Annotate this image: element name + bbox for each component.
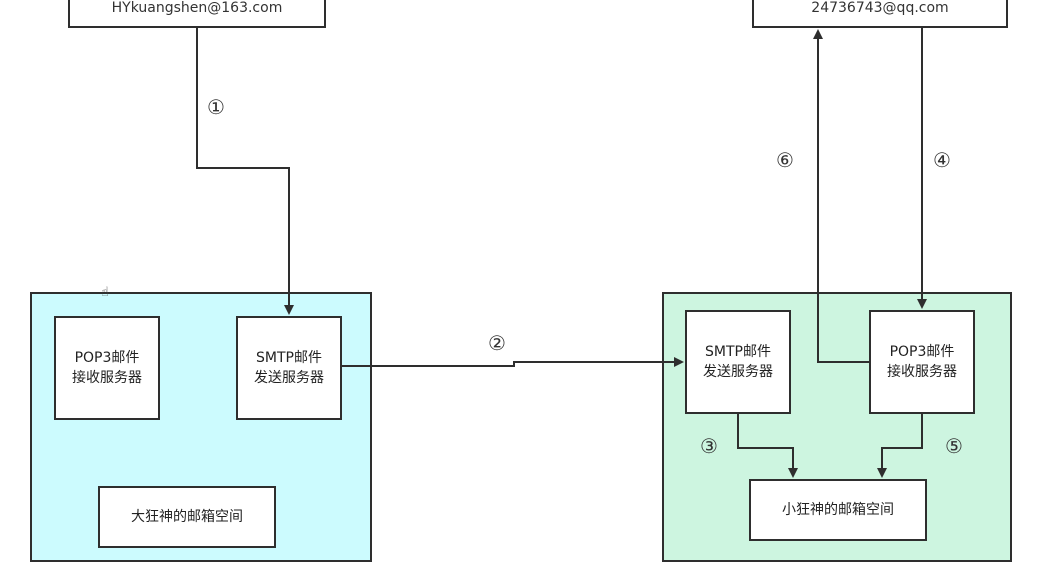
arrow-step-5	[877, 414, 923, 478]
receiver-email-label: 24736743@qq.com	[811, 0, 949, 16]
left-mailbox-box: 大狂神的邮箱空间	[98, 486, 276, 548]
right-pop3-label: POP3邮件 接收服务器	[887, 344, 957, 380]
right-mailbox-label: 小狂神的邮箱空间	[782, 502, 894, 518]
left-pop3-label: POP3邮件 接收服务器	[72, 350, 142, 386]
sender-email-label: HYkuangshen@163.com	[111, 0, 283, 16]
arrow-step-1	[196, 28, 294, 315]
left-smtp-label: SMTP邮件 发送服务器	[254, 350, 324, 386]
arrow-step-6	[813, 29, 869, 363]
step-2-label: ②	[488, 331, 506, 355]
step-4-label: ④	[933, 148, 951, 172]
sender-email-box: HYkuangshen@163.com	[68, 0, 326, 28]
step-6-label: ⑥	[776, 148, 794, 172]
arrow-step-3	[737, 414, 798, 478]
left-mailbox-label: 大狂神的邮箱空间	[131, 509, 243, 525]
right-smtp-label: SMTP邮件 发送服务器	[703, 344, 773, 380]
left-pop3-server-box: POP3邮件 接收服务器	[54, 316, 160, 420]
hand-cursor-icon: ☝	[101, 285, 109, 300]
step-5-label: ⑤	[945, 434, 963, 458]
step-3-label: ③	[700, 434, 718, 458]
receiver-email-box: 24736743@qq.com	[752, 0, 1008, 28]
right-smtp-server-box: SMTP邮件 发送服务器	[685, 310, 791, 414]
step-1-label: ①	[207, 95, 225, 119]
left-smtp-server-box: SMTP邮件 发送服务器	[236, 316, 342, 420]
right-pop3-server-box: POP3邮件 接收服务器	[869, 310, 975, 414]
arrow-step-2	[342, 357, 684, 367]
right-mailbox-box: 小狂神的邮箱空间	[749, 479, 927, 541]
